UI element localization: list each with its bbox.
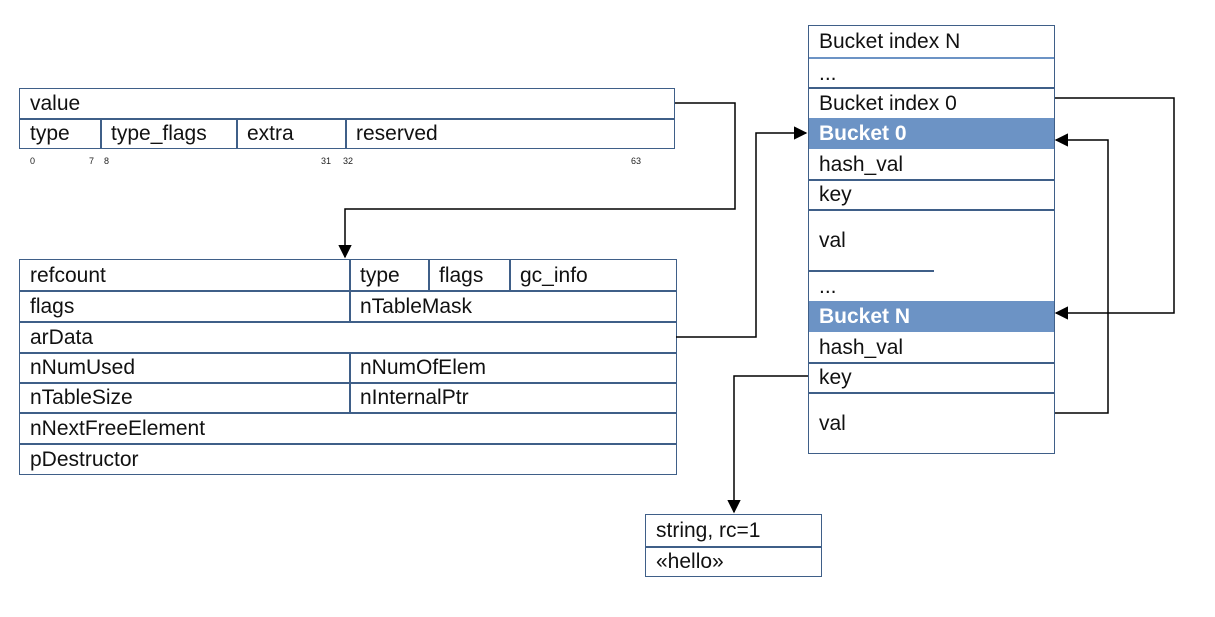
zval-extra-field: extra xyxy=(247,122,294,145)
value-to-hashtable-arrow xyxy=(338,102,736,259)
bucket-0-header: Bucket 0 xyxy=(809,118,1054,149)
zval-type-flags-divider xyxy=(236,119,238,148)
row-divider xyxy=(20,321,676,323)
pdestructor-field: pDestructor xyxy=(30,447,139,471)
gc-flags-field: flags xyxy=(439,263,484,287)
bit-label-63: 63 xyxy=(631,156,642,166)
row-divider xyxy=(20,443,676,445)
bucketn-val-to-bucket0-arrow xyxy=(1054,133,1109,414)
row-divider xyxy=(809,270,934,272)
ninternalptr-field: nInternalPtr xyxy=(360,386,469,409)
bucket-0-key: key xyxy=(819,183,852,206)
zval-type-divider xyxy=(100,119,102,148)
zval-divider xyxy=(20,118,674,120)
string-value: «hello» xyxy=(656,550,724,573)
bucket-column-box: Bucket index N ... Bucket index 0 Bucket… xyxy=(808,25,1055,454)
bucket-0-hash-val: hash_val xyxy=(819,153,904,176)
row-divider xyxy=(809,87,1054,89)
row0-divider-1 xyxy=(349,260,351,290)
nnextfreeelement-field: nNextFreeElement xyxy=(30,416,206,440)
index0-to-bucketn-arrow xyxy=(1054,97,1175,320)
row-divider xyxy=(20,290,676,292)
ntablesize-field: nTableSize xyxy=(30,386,133,409)
row-divider xyxy=(20,412,676,414)
key-to-string-arrow xyxy=(727,375,808,514)
zval-value-field: value xyxy=(30,92,81,115)
bit-label-8: 8 xyxy=(104,156,110,166)
ardata-to-bucket0-arrow xyxy=(676,126,808,338)
row0-divider-2 xyxy=(428,260,430,290)
nnumofelem-field: nNumOfElem xyxy=(360,356,487,379)
bit-label-31: 31 xyxy=(321,156,332,166)
bucket-n-header: Bucket N xyxy=(809,301,1054,332)
row-divider xyxy=(809,362,1054,364)
zval-type-field: type xyxy=(30,122,70,145)
zval-type-flags-field: type_flags xyxy=(111,122,207,145)
bucket-index-ellipsis: ... xyxy=(819,61,837,85)
gc-type-field: type xyxy=(360,263,400,287)
bucket-n-label: Bucket N xyxy=(819,305,911,328)
bucket-n-hash-val: hash_val xyxy=(819,336,904,359)
row-divider xyxy=(809,179,1054,181)
bucket-index-n-label: Bucket index N xyxy=(819,30,961,53)
hashtable-struct-box: refcount type flags gc_info flags nTable… xyxy=(19,259,677,475)
string-header: string, rc=1 xyxy=(656,519,761,542)
flags-field: flags xyxy=(30,294,75,318)
row-divider xyxy=(809,392,1054,394)
ntablemask-field: nTableMask xyxy=(360,294,473,318)
row-divider xyxy=(20,352,676,354)
bucket-n-val: val xyxy=(819,411,846,435)
row3-divider xyxy=(349,353,351,382)
bucket-index-0-label: Bucket index 0 xyxy=(819,91,957,115)
bit-label-7: 7 xyxy=(89,156,95,166)
ardata-field: arData xyxy=(30,325,94,349)
row-divider xyxy=(809,209,1054,211)
zval-extra-divider xyxy=(345,119,347,148)
zval-reserved-field: reserved xyxy=(356,122,438,145)
gc-info-field: gc_info xyxy=(520,263,588,287)
bucket-ellipsis: ... xyxy=(819,275,837,298)
row-divider xyxy=(20,382,676,384)
bucket-n-key: key xyxy=(819,366,852,389)
row4-divider xyxy=(349,383,351,412)
bit-label-0: 0 xyxy=(30,156,36,166)
string-box: string, rc=1 «hello» xyxy=(645,514,822,577)
bit-label-32: 32 xyxy=(343,156,354,166)
row-divider xyxy=(646,546,821,548)
row-divider xyxy=(809,57,1054,59)
bucket-0-label: Bucket 0 xyxy=(819,122,907,145)
refcount-field: refcount xyxy=(30,263,106,287)
row0-divider-3 xyxy=(509,260,511,290)
nnumused-field: nNumUsed xyxy=(30,356,136,379)
row1-divider xyxy=(349,291,351,321)
bucket-0-val: val xyxy=(819,228,846,252)
zval-box: value type type_flags extra reserved xyxy=(19,88,675,149)
